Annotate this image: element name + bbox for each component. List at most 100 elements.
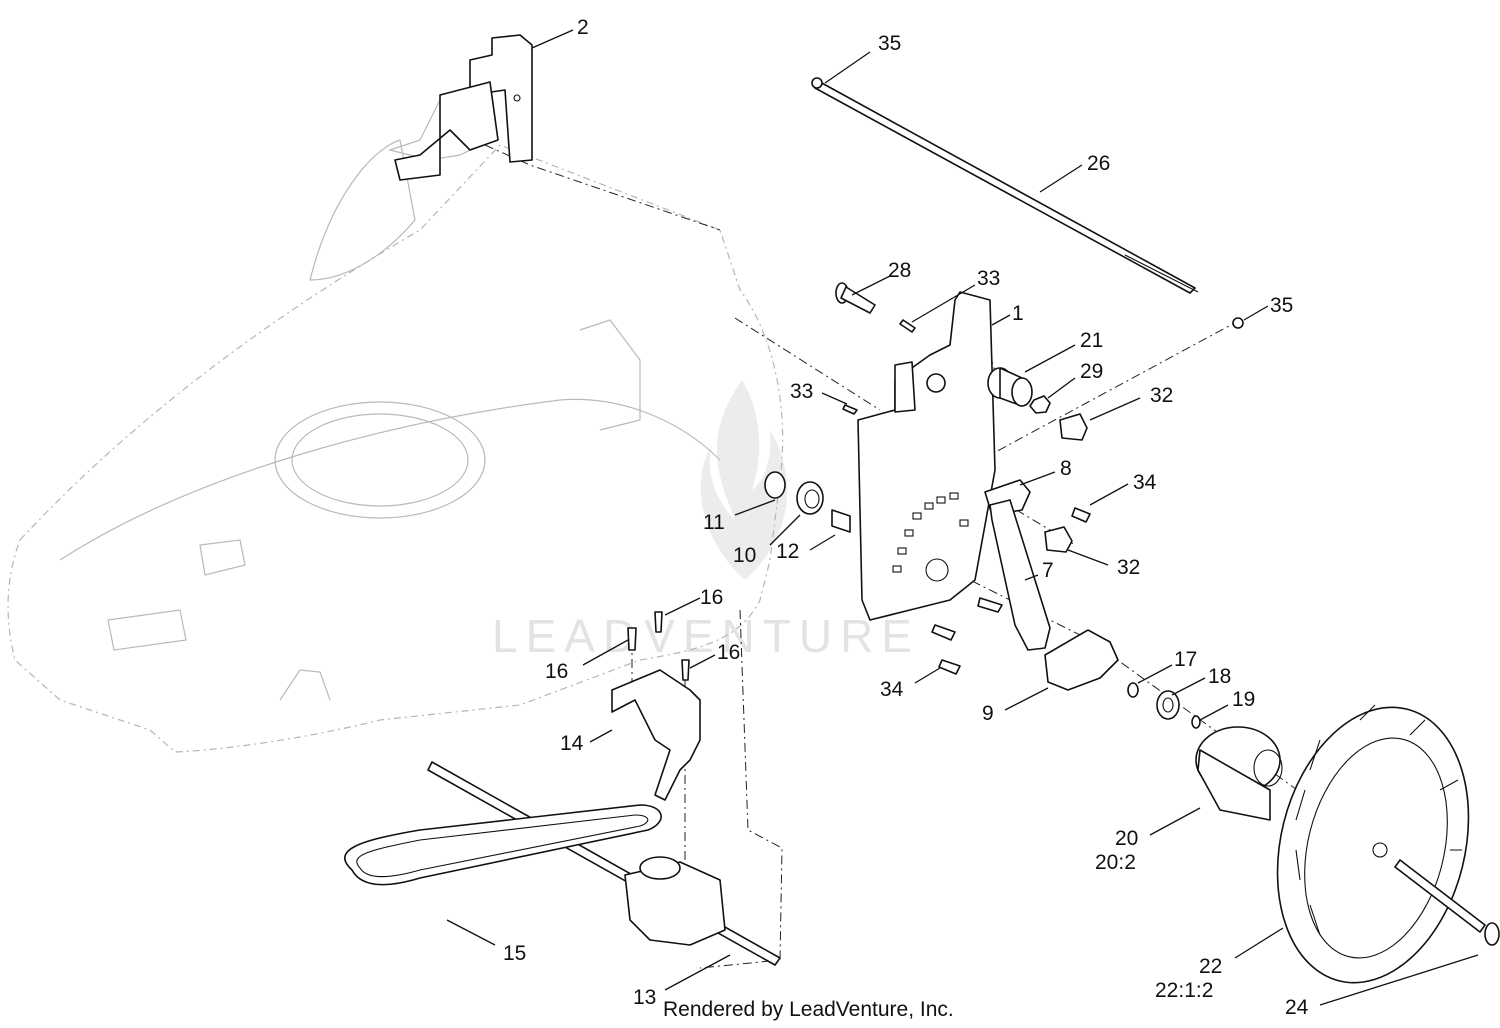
deck-outline [7, 144, 784, 753]
leadventure-watermark: LEADVENTURE [492, 380, 912, 662]
callout-19: 19 [1232, 688, 1255, 711]
part-22-wheel [1276, 704, 1470, 984]
part-12-spacer [831, 509, 851, 533]
callout-22: 22 [1199, 955, 1222, 978]
callout-8: 8 [1060, 457, 1072, 480]
part-21-front [1011, 377, 1033, 407]
rendered-by-credit: Rendered by LeadVenture, Inc. [663, 998, 954, 1021]
part-1-height-notches [892, 492, 969, 573]
leader-lines [446, 29, 1479, 1006]
part-7-lever [989, 499, 1051, 651]
part-26-rod [814, 81, 1199, 294]
line-deck-rear-edge [699, 609, 783, 969]
callout-1: 1 [1012, 302, 1024, 325]
part-24-shaft [1394, 859, 1486, 933]
part-34-bolt-upper [1071, 507, 1091, 523]
part-13-pulley [639, 856, 681, 880]
callout-16-right: 16 [717, 641, 740, 664]
part-19-clip [1191, 715, 1201, 729]
part-24-axle-bolt [1394, 859, 1500, 946]
part-17-washer [1127, 682, 1139, 698]
part-34-bolt-lower [931, 624, 956, 641]
toro-badge-ghost [107, 609, 187, 651]
part-1-axle-hole [925, 558, 949, 582]
callout-16-left: 16 [545, 660, 568, 683]
callout-33-lower: 33 [790, 380, 813, 403]
part-1-plate-body [857, 291, 996, 621]
part-32-caps [1044, 413, 1088, 553]
callout-32-lower: 32 [1117, 556, 1140, 579]
part-16-screws [627, 611, 690, 681]
callout-29: 29 [1080, 360, 1103, 383]
callout-28: 28 [888, 259, 911, 282]
part-16-screw-c [681, 659, 690, 681]
part-14-bracket [611, 669, 701, 801]
deck-center-opening [274, 401, 486, 519]
watermark-flame-logo [700, 380, 788, 580]
part-9-bracket [1044, 629, 1119, 691]
callout-26: 26 [1087, 152, 1110, 175]
part-15-belt-inner [356, 814, 649, 878]
part-22-hub [1372, 842, 1388, 858]
part-22-tread [1295, 704, 1462, 936]
part-34-bolt-mid [977, 597, 1003, 613]
callout-17: 17 [1174, 648, 1197, 671]
side-wall-ghost [579, 319, 641, 431]
deck-center-ring [291, 413, 469, 507]
part-32-cap-upper [1059, 413, 1088, 441]
callout-35-top: 35 [878, 32, 901, 55]
callout-32-upper: 32 [1150, 384, 1173, 407]
deck-slot-ghost [199, 539, 246, 576]
part-13-gearbox [624, 861, 726, 946]
part-16-screw-a [654, 611, 663, 633]
part-1-tab [894, 361, 916, 413]
part-22-rim [1304, 737, 1448, 959]
part-2-height-adjuster [394, 34, 533, 181]
callout-33-upper: 33 [977, 267, 1000, 290]
callout-22-1-2: 22:1:2 [1155, 979, 1213, 1002]
callout-10: 10 [733, 544, 756, 567]
part-20-body [1197, 749, 1271, 821]
callout-14: 14 [560, 732, 584, 755]
callout-7: 7 [1042, 559, 1054, 582]
callout-20-2: 20:2 [1095, 851, 1136, 874]
callout-24: 24 [1285, 996, 1309, 1019]
part-11-washer [764, 471, 786, 499]
part-33-bolt-upper [899, 319, 916, 333]
part-33-bolts [842, 319, 916, 415]
part-15-belt [344, 804, 662, 886]
part-22-tire [1276, 706, 1470, 984]
part-28-shaft [840, 286, 876, 314]
callout-20: 20 [1115, 827, 1138, 850]
callout-labels: 2 35 26 28 33 1 35 21 29 33 32 8 34 11 1… [503, 16, 1309, 1019]
part-20-hub [1253, 749, 1283, 787]
callout-13: 13 [633, 986, 656, 1009]
part-18-gear-inner [1162, 697, 1174, 713]
part-35-screws [811, 77, 1244, 329]
callout-12: 12 [776, 540, 799, 563]
front-notch-ghost [279, 669, 331, 701]
callout-15: 15 [503, 942, 526, 965]
part-1-side-plate [857, 291, 996, 621]
part-10-bushing-inner [804, 489, 820, 509]
deck-top-ridge [59, 398, 721, 561]
part-2-hole [513, 94, 521, 102]
part-24-head [1484, 922, 1500, 946]
callout-16-upper: 16 [700, 586, 723, 609]
part-34-bolts [931, 507, 1091, 675]
part-26-rod-tip [1124, 254, 1199, 293]
callout-2: 2 [577, 16, 589, 39]
part-1-boss [926, 373, 946, 393]
line-rod-to-plate [989, 319, 1241, 456]
callout-34-upper: 34 [1133, 471, 1157, 494]
part-21-roller [987, 367, 1033, 407]
part-13-transmission [427, 761, 781, 966]
part-33-bolt-lower [842, 404, 858, 415]
part-35-screw-right [1232, 317, 1244, 329]
callout-9: 9 [982, 702, 994, 725]
part-2-bracket [394, 81, 499, 181]
part-28-pin [835, 282, 876, 314]
part-34-bolt-bottom [938, 659, 961, 675]
parts-10-11-12-stack [764, 471, 851, 533]
